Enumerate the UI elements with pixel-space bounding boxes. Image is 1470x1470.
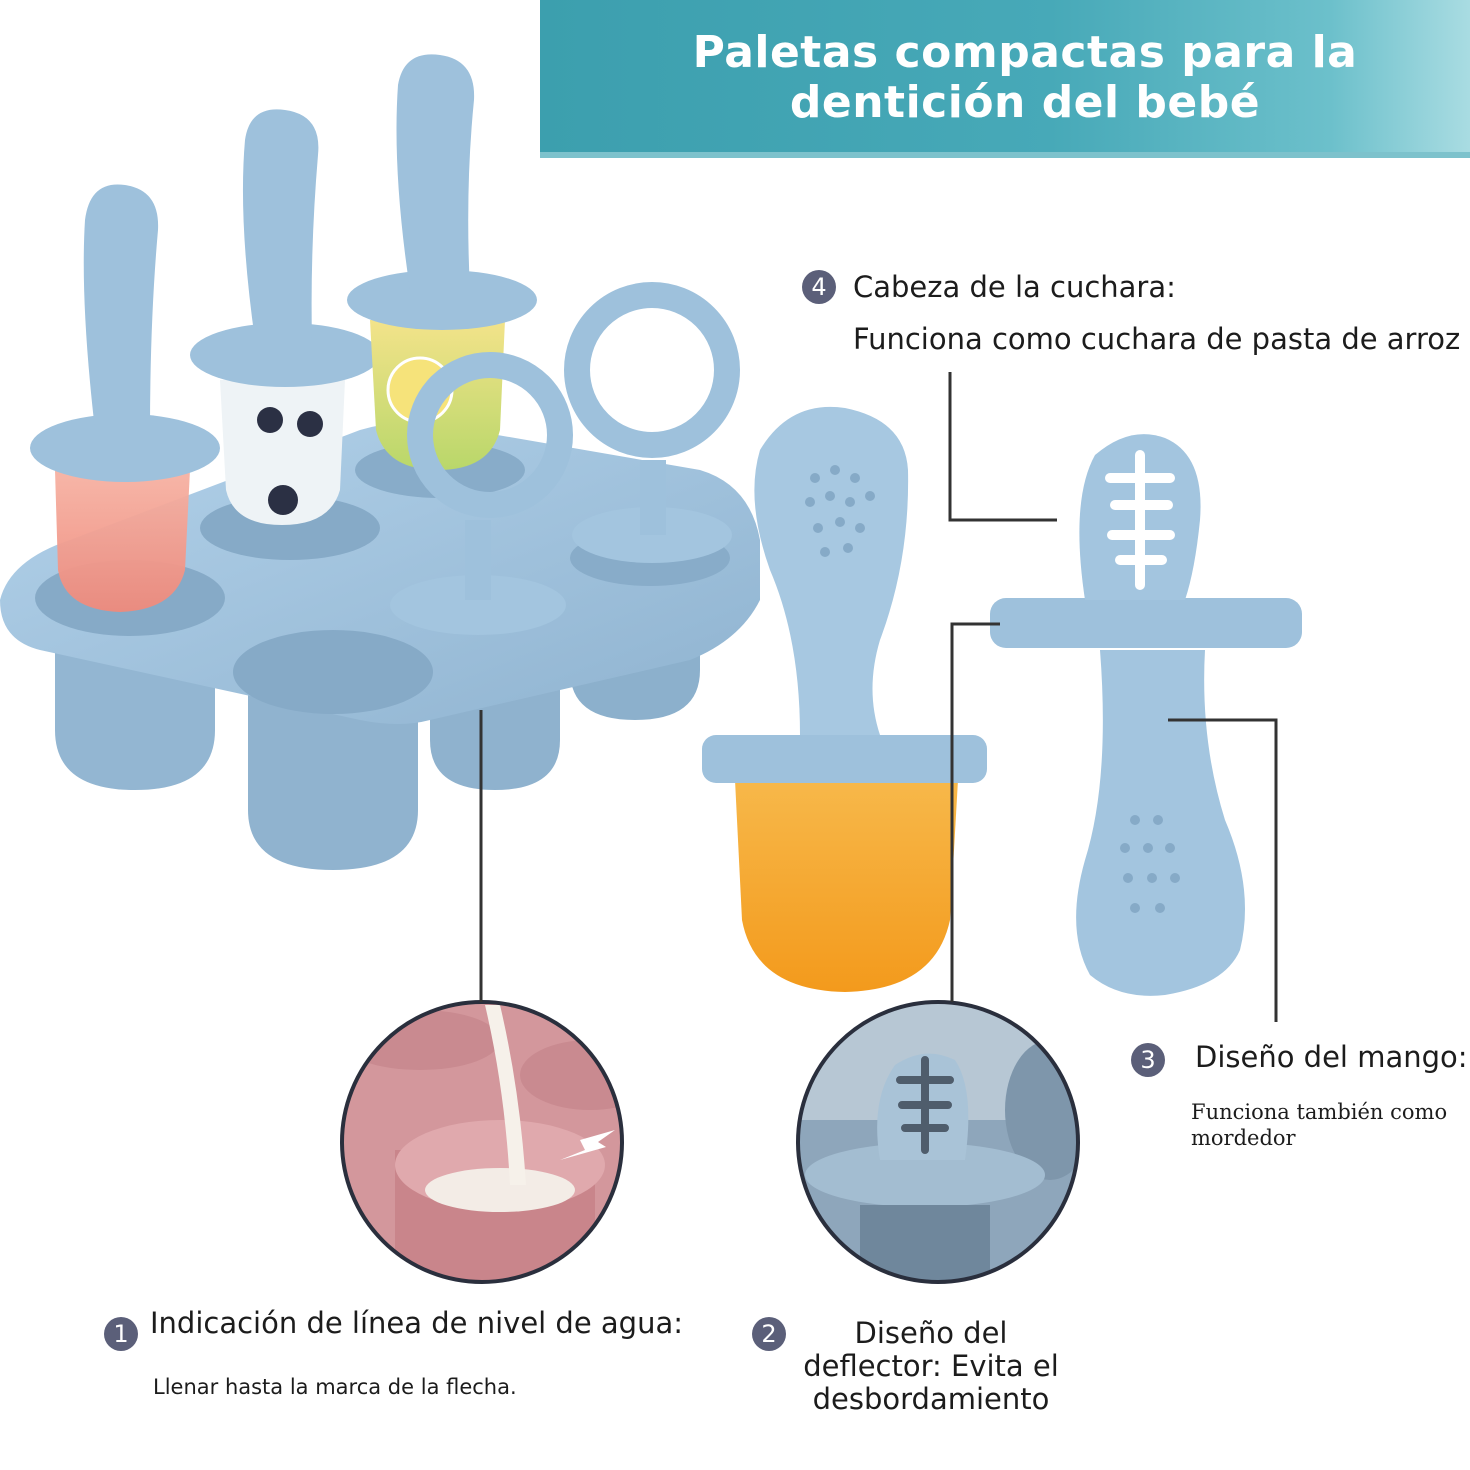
- teething-spoon: [990, 434, 1302, 996]
- feature-title-spoon-head: Cabeza de la cuchara:: [853, 270, 1176, 304]
- feature-desc-handle: Funciona también como mordedor: [1191, 1100, 1448, 1150]
- feature-title-water-level: Indicación de línea de nivel de agua:: [150, 1306, 684, 1340]
- leader-lines: [479, 372, 1278, 1022]
- popsicle-orange: [702, 406, 987, 992]
- tray-cup: [248, 690, 418, 870]
- leader-line-3: [1168, 718, 1278, 1022]
- leader-line-2: [950, 622, 1000, 1002]
- tray-opening: [233, 630, 433, 714]
- feature-title-deflector: Diseño del deflector: Evita el desbordam…: [803, 1316, 1059, 1416]
- feature-desc-spoon-head: Funciona como cuchara de pasta de arroz: [853, 322, 1461, 356]
- popsicle-left: [30, 184, 220, 612]
- ring-teether: [390, 282, 740, 635]
- page-title: Paletas compactas para la dentición del …: [692, 27, 1358, 128]
- popsicle-lemon: [347, 54, 537, 470]
- leader-line-4: [948, 372, 1057, 522]
- feature-number-badge: 3: [1131, 1043, 1165, 1077]
- feature-number-badge: 4: [802, 270, 836, 304]
- zoom-deflector: [796, 1000, 1080, 1284]
- zoom-water-level: [340, 1000, 624, 1284]
- tray-top: [0, 422, 760, 724]
- feature-number-badge: 1: [104, 1317, 138, 1351]
- title-banner: Paletas compactas para la dentición del …: [540, 0, 1470, 152]
- popsicle-blueberry: [190, 109, 380, 525]
- feature-title-handle: Diseño del mango:: [1195, 1040, 1468, 1074]
- feature-desc-water-level: Llenar hasta la marca de la flecha.: [153, 1375, 517, 1399]
- feature-number-badge: 2: [752, 1317, 786, 1351]
